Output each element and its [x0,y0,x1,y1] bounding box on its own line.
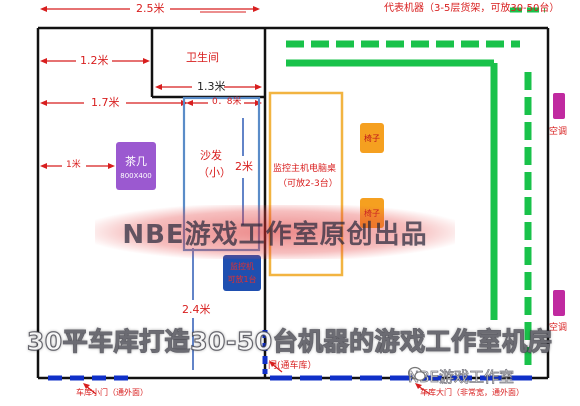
vertical-dimension-lines [192,118,244,370]
dimension-1-2: 1.2米 [80,54,109,67]
top-width-label: 2.5米 [136,2,165,15]
ac-unit-1 [553,93,565,119]
watermark-main-text: NBE游戏工作室原创出品 [122,219,428,250]
brand-text: NBE游戏工作室 [408,368,515,387]
tea-table-size: 800X400 [120,171,152,180]
door-pointer-arrows [83,361,431,395]
big-door-label: 车库大门（非常宽，通外面） [420,388,524,397]
monitor-desk-outline [268,91,344,277]
watermark-banner: NBE游戏工作室原创出品 [95,205,455,259]
machine-shelves [286,7,545,372]
monitor-desk-label: 监控主机电脑桌 [273,164,337,174]
subtitle-text: 30平车库打造30-50台机器的游戏工作室机房 [26,326,554,356]
brand-watermark: NBE游戏工作室 [408,366,514,387]
dimension-arrows [40,6,262,169]
dimension-2: 2米 [235,160,253,173]
bathroom-label: 卫生间 [186,51,219,64]
doors [48,330,540,381]
dimension-0-8: 0．8米 [212,97,242,107]
tea-table: 茶几 800X400 [116,142,156,190]
monitor-machine-box: 监控机 可放1台 [223,255,261,291]
chair-1: 椅子 [360,123,384,153]
dimension-2-4: 2.4米 [182,303,211,316]
sofa-size: （小） [198,166,231,179]
sofa-label: 沙发 [200,149,222,162]
dimension-1-3: 1.3米 [197,80,226,93]
small-door-label: 车库小门（通外面） [76,388,148,397]
ac-unit-2 [553,290,565,316]
chair-1-label: 椅子 [364,133,380,143]
wechat-icon [408,366,426,381]
monitor-machine-capacity: 可放1台 [227,275,257,284]
dimension-1-7: 1.7米 [91,96,120,109]
tea-table-label: 茶几 [125,154,147,168]
monitor-machine-label: 监控机 [230,262,254,271]
monitor-desk-capacity: （可放2-3台） [278,179,338,189]
inner-door-label: 门(通车库） [268,361,317,371]
subtitle-banner: 30平车库打造30-50台机器的游戏工作室机房 [0,320,580,360]
legend-text: 代表机器（3-5层货架，可放30-50台） [384,3,560,14]
ac-1-label: 空调 [549,127,568,137]
dimension-1: 1米 [66,160,81,170]
ac-2-label: 空调 [549,323,568,333]
